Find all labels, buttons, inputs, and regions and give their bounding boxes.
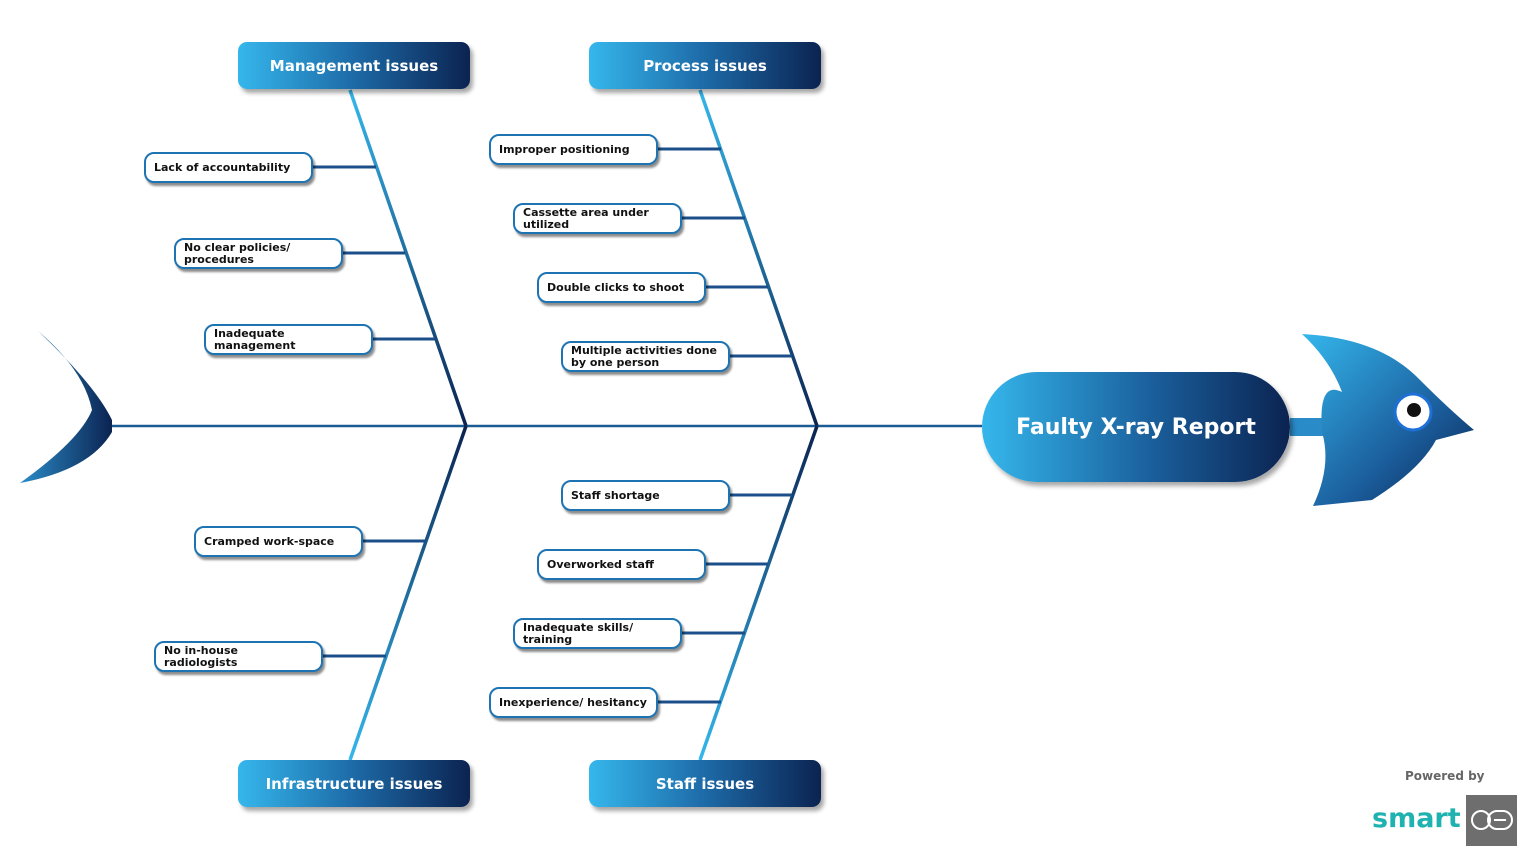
bone-process bbox=[698, 89, 819, 427]
cause-infrastructure-1: Cramped work-space bbox=[194, 526, 363, 557]
category-staff: Staff issues bbox=[589, 760, 821, 807]
cause-staff-2: Overworked staff bbox=[537, 549, 706, 580]
cause-label: No clear policies/ procedures bbox=[184, 240, 291, 266]
fish-tail bbox=[20, 331, 112, 483]
cause-management-2: No clear policies/ procedures bbox=[174, 238, 343, 269]
effect-box: Faulty X-ray Report bbox=[982, 372, 1290, 482]
cause-staff-3: Inadequate skills/ training bbox=[513, 618, 682, 649]
cause-label: Cassette area under utilized bbox=[523, 205, 649, 231]
category-process-label: Process issues bbox=[643, 56, 767, 75]
cause-staff-1: Staff shortage bbox=[561, 480, 730, 511]
cause-label: Multiple activities done by one person bbox=[571, 343, 718, 369]
fish-eye-pupil bbox=[1407, 403, 1421, 417]
bone-staff bbox=[698, 425, 819, 761]
cause-management-3: Inadequate management bbox=[204, 324, 373, 355]
cause-label: Cramped work-space bbox=[204, 534, 335, 548]
brand-logo-mark bbox=[1471, 810, 1513, 830]
cause-infrastructure-2: No in-house radiologists bbox=[154, 641, 323, 672]
cause-process-4: Multiple activities done by one person bbox=[561, 341, 730, 372]
cause-staff-4: Inexperience/ hesitancy bbox=[489, 687, 658, 718]
cause-label: Lack of accountability bbox=[154, 160, 291, 174]
cause-label: Double clicks to shoot bbox=[547, 280, 685, 294]
cause-label: Inadequate skills/ training bbox=[523, 620, 634, 646]
cause-label: Overworked staff bbox=[547, 557, 654, 571]
cause-process-1: Improper positioning bbox=[489, 134, 658, 165]
cause-process-2: Cassette area under utilized bbox=[513, 203, 682, 234]
cause-label: Improper positioning bbox=[499, 142, 630, 156]
effect-label: Faulty X-ray Report bbox=[1016, 414, 1256, 440]
brand-logo-icon bbox=[1466, 795, 1517, 846]
spine-neck bbox=[1290, 418, 1324, 436]
category-process: Process issues bbox=[589, 42, 821, 89]
cause-label: Inadequate management bbox=[214, 326, 296, 352]
brand-logo-text: smart bbox=[1372, 803, 1461, 834]
category-management: Management issues bbox=[238, 42, 470, 89]
fish-head bbox=[1302, 334, 1474, 506]
powered-by-label: Powered by bbox=[1405, 769, 1485, 783]
cause-label: Staff shortage bbox=[571, 488, 660, 502]
bone-infrastructure bbox=[348, 425, 468, 761]
cause-label: No in-house radiologists bbox=[164, 643, 238, 669]
category-management-label: Management issues bbox=[269, 56, 439, 75]
bone-management bbox=[348, 89, 468, 427]
cause-management-1: Lack of accountability bbox=[144, 152, 313, 183]
cause-label: Inexperience/ hesitancy bbox=[499, 695, 647, 709]
category-infrastructure-label: Infrastructure issues bbox=[265, 774, 443, 793]
cause-process-3: Double clicks to shoot bbox=[537, 272, 706, 303]
category-infrastructure: Infrastructure issues bbox=[238, 760, 470, 807]
category-staff-label: Staff issues bbox=[655, 774, 755, 793]
